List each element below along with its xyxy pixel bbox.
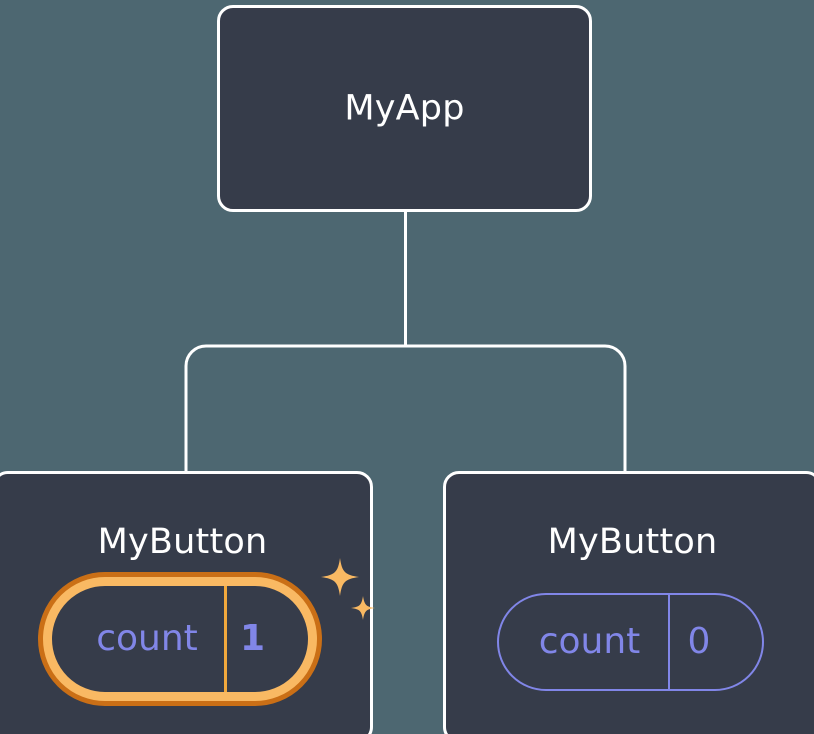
edge-to-child-right: [405, 344, 627, 472]
edge-to-child-left: [184, 344, 406, 472]
state-value-right: 0: [687, 621, 711, 662]
node-mybutton-left[interactable]: MyButton count 1: [0, 471, 373, 734]
state-pill-plain[interactable]: count 0: [497, 593, 764, 691]
node-myapp-label: MyApp: [344, 88, 465, 128]
state-pill-highlighted[interactable]: count 1: [38, 572, 322, 706]
node-myapp[interactable]: MyApp: [217, 5, 592, 212]
node-mybutton-left-label: MyButton: [97, 522, 268, 562]
state-key-right: count: [499, 595, 670, 689]
node-mybutton-right-label: MyButton: [547, 522, 718, 562]
node-mybutton-right[interactable]: MyButton count 0: [443, 471, 814, 734]
state-pill-highlight-ring-outer: [38, 572, 322, 706]
state-pill-highlight-ring-inner: count 1: [43, 577, 317, 701]
state-value-left: 1: [239, 618, 266, 659]
state-key-left: count: [52, 586, 227, 692]
